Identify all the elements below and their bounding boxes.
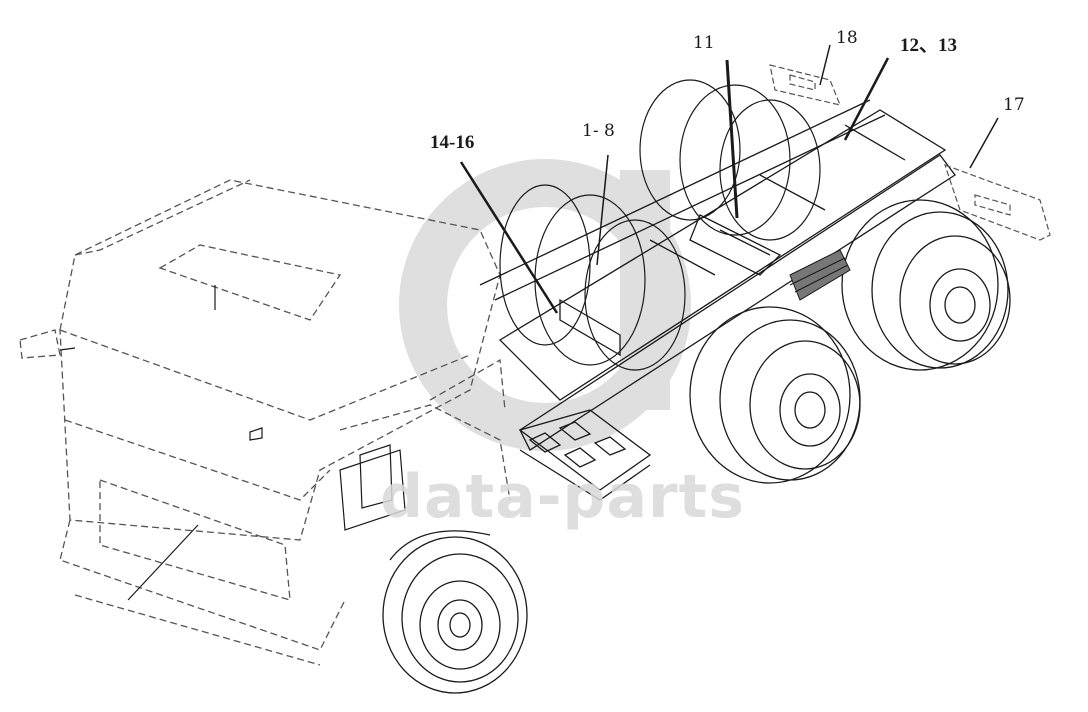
- callout-11: 11: [693, 33, 715, 53]
- callout-18: 18: [836, 28, 858, 48]
- callout-17: 17: [1003, 95, 1025, 115]
- rear-wheel-rear-axle-far: [639, 79, 821, 241]
- watermark-text: data-parts: [380, 462, 745, 532]
- callout-14-16: 14-16: [430, 132, 475, 153]
- front-wheel: [382, 530, 528, 694]
- cab-solid-details: [59, 285, 406, 531]
- rear-mudguard-17: [944, 164, 1051, 241]
- leader-lines: [127, 44, 999, 601]
- suspension-springs: [789, 249, 851, 301]
- rear-wheel-rear-axle-near: [841, 199, 1011, 371]
- cab-outline: [19, 179, 511, 666]
- battery-box: [518, 409, 652, 501]
- callout-12-13: 12、13: [900, 35, 958, 56]
- rear-mudguard-18: [769, 64, 841, 106]
- chassis-frame: [479, 99, 956, 451]
- callout-1-8: 1- 8: [582, 121, 615, 141]
- rear-wheel-front-axle-near: [689, 306, 861, 484]
